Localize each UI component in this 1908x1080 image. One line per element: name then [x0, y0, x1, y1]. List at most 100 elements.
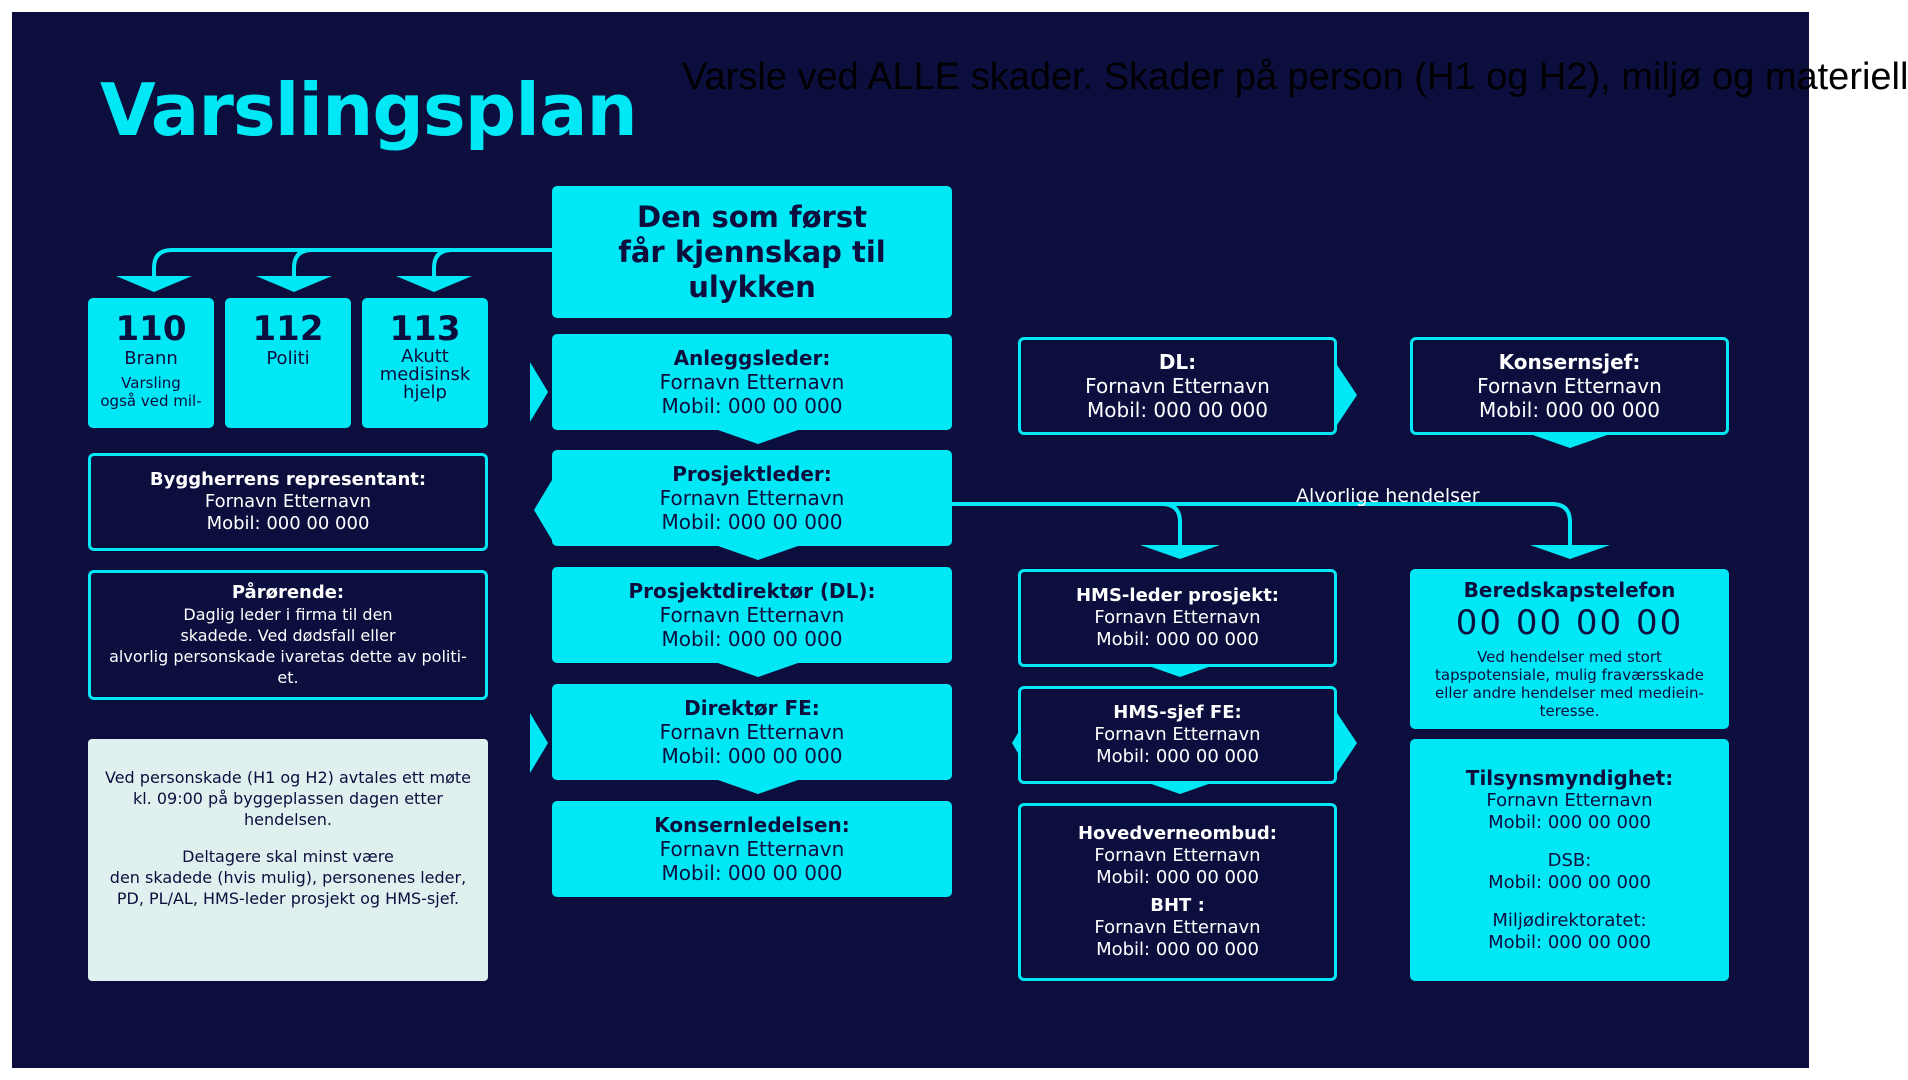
start-text: Den som først får kjennskap til ulykken	[618, 199, 886, 304]
connector-start-113	[432, 248, 552, 278]
hovedverneombud-phone: Mobil: 000 00 000	[1096, 867, 1259, 888]
byggherre-name: Fornavn Etternavn	[204, 491, 372, 512]
chain-role-anleggsleder: Anleggsleder:	[673, 346, 831, 370]
arrow-prosjektdirektor-down	[718, 663, 798, 677]
tilsyn-name: Fornavn Etternavn	[1486, 790, 1653, 811]
hms-sjef-role: HMS-sjef FE:	[1113, 702, 1242, 723]
hms-leder-name: Fornavn Etternavn	[1094, 607, 1261, 628]
connector-serious-hms	[952, 502, 1182, 547]
hms-sjef-box: HMS-sjef FE: Fornavn Etternavn Mobil: 00…	[1018, 686, 1337, 784]
arrow-anleggsleder-down	[718, 430, 798, 444]
chain-box-anleggsleder: Anleggsleder: Fornavn Etternavn Mobil: 0…	[552, 334, 952, 430]
arrow-hmssjef-right	[1337, 713, 1357, 773]
bht-phone: Mobil: 000 00 000	[1096, 939, 1259, 960]
chain-box-konsernledelsen: Konsernledelsen: Fornavn Etternavn Mobil…	[552, 801, 952, 897]
miljo-phone: Mobil: 000 00 000	[1488, 932, 1651, 953]
emergency-box-110: 110 Brann Varsling også ved mil-	[88, 298, 214, 428]
arrow-konsernsjef-down	[1530, 434, 1610, 448]
chain-phone-prosjektleder: Mobil: 000 00 000	[661, 510, 843, 534]
chain-role-konsernledelsen: Konsernledelsen:	[654, 813, 850, 837]
dl-name: Fornavn Etternavn	[1085, 374, 1270, 398]
dl-phone: Mobil: 000 00 000	[1087, 398, 1268, 422]
arrow-direktor-right	[530, 713, 548, 773]
hms-sjef-phone: Mobil: 000 00 000	[1096, 746, 1259, 767]
chain-role-direktor-fe: Direktør FE:	[684, 696, 820, 720]
bht-role: BHT :	[1150, 895, 1205, 916]
arrow-down-113	[396, 276, 472, 292]
connector-start-110	[152, 248, 552, 278]
tilsyn-phone: Mobil: 000 00 000	[1488, 812, 1651, 833]
miljo-role: Miljødirektoratet:	[1492, 910, 1647, 931]
arrow-anleggsleder-right	[530, 362, 548, 422]
emergency-box-113: 113 Akutt medisinsk hjelp	[362, 298, 488, 428]
beredskap-number: 00 00 00 00	[1455, 603, 1684, 643]
emergency-note-110: Varsling også ved mil-	[100, 374, 202, 410]
chain-box-direktor-fe: Direktør FE: Fornavn Etternavn Mobil: 00…	[552, 684, 952, 780]
chain-phone-anleggsleder: Mobil: 000 00 000	[661, 394, 843, 418]
arrow-down-beredskap	[1530, 545, 1610, 559]
meeting-note-p1: Ved personskade (H1 og H2) avtales ett m…	[105, 768, 471, 829]
byggherre-box: Byggherrens representant: Fornavn Ettern…	[88, 453, 488, 551]
beredskap-text: Ved hendelser med stort tapspotensiale, …	[1435, 648, 1704, 720]
serious-incidents-label: Alvorlige hendelser	[1296, 485, 1480, 507]
tilsyn-role: Tilsynsmyndighet:	[1465, 766, 1674, 790]
emergency-box-112: 112 Politi	[225, 298, 351, 428]
emergency-label-113: Akutt medisinsk hjelp	[379, 346, 471, 403]
chain-phone-direktor-fe: Mobil: 000 00 000	[661, 744, 843, 768]
hovedverneombud-box: Hovedverneombud: Fornavn Etternavn Mobil…	[1018, 803, 1337, 981]
parorende-box: Pårørende: Daglig leder i firma til den …	[88, 570, 488, 700]
hms-sjef-name: Fornavn Etternavn	[1094, 724, 1261, 745]
emergency-number-113: 113	[389, 309, 461, 349]
chain-name-prosjektdirektor: Fornavn Etternavn	[659, 603, 845, 627]
emergency-label-110: Brann	[124, 348, 178, 369]
konsernsjef-box: Konsernsjef: Fornavn Etternavn Mobil: 00…	[1410, 337, 1729, 435]
page-title: Varslingsplan	[100, 68, 638, 152]
hovedverneombud-role: Hovedverneombud:	[1077, 823, 1277, 844]
arrow-prosjektleder-down	[718, 546, 798, 560]
dl-role: DL:	[1158, 350, 1197, 374]
chain-phone-konsernledelsen: Mobil: 000 00 000	[661, 861, 843, 885]
beredskap-box: Beredskapstelefon 00 00 00 00 Ved hendel…	[1410, 569, 1729, 729]
connector-serious-beredskap	[952, 502, 1572, 547]
chain-phone-prosjektdirektor: Mobil: 000 00 000	[661, 627, 843, 651]
beredskap-title: Beredskapstelefon	[1463, 578, 1676, 602]
chain-box-prosjektleder: Prosjektleder: Fornavn Etternavn Mobil: …	[552, 450, 952, 546]
chain-name-anleggsleder: Fornavn Etternavn	[659, 370, 845, 394]
chain-box-prosjektdirektor: Prosjektdirektør (DL): Fornavn Etternavn…	[552, 567, 952, 663]
dl-box: DL: Fornavn Etternavn Mobil: 000 00 000	[1018, 337, 1337, 435]
arrow-direktor-down	[718, 780, 798, 794]
arrow-down-hms	[1140, 545, 1220, 559]
connector-start-112	[292, 248, 552, 278]
varslingsplan-board: Varslingsplan Varsle ved ALLE skader. Sk…	[12, 12, 1908, 1068]
start-box: Den som først får kjennskap til ulykken	[552, 186, 952, 318]
dsb-phone: Mobil: 000 00 000	[1488, 872, 1651, 893]
arrow-prosjektleder-left	[534, 480, 552, 540]
hovedverneombud-name: Fornavn Etternavn	[1094, 845, 1261, 866]
overlay-text: Varsle ved ALLE skader. Skader på person…	[682, 56, 1908, 98]
parorende-text: Daglig leder i firma til den skadede. Ve…	[109, 605, 467, 687]
arrow-down-112	[256, 276, 332, 292]
arrow-dl-right	[1337, 365, 1357, 425]
chain-role-prosjektleder: Prosjektleder:	[672, 462, 832, 486]
chain-name-direktor-fe: Fornavn Etternavn	[659, 720, 845, 744]
emergency-number-110: 110	[115, 309, 187, 349]
byggherre-role: Byggherrens representant:	[149, 469, 427, 490]
konsernsjef-phone: Mobil: 000 00 000	[1479, 398, 1660, 422]
hms-leder-phone: Mobil: 000 00 000	[1096, 629, 1259, 650]
chain-name-prosjektleder: Fornavn Etternavn	[659, 486, 845, 510]
chain-role-prosjektdirektor: Prosjektdirektør (DL):	[628, 579, 876, 603]
dsb-role: DSB:	[1547, 850, 1592, 871]
bht-name: Fornavn Etternavn	[1094, 917, 1261, 938]
hms-leder-role: HMS-leder prosjekt:	[1075, 585, 1280, 606]
hms-leder-box: HMS-leder prosjekt: Fornavn Etternavn Mo…	[1018, 569, 1337, 667]
byggherre-phone: Mobil: 000 00 000	[206, 513, 370, 534]
parorende-role: Pårørende:	[231, 582, 345, 603]
konsernsjef-name: Fornavn Etternavn	[1477, 374, 1662, 398]
emergency-label-112: Politi	[266, 348, 310, 369]
emergency-number-112: 112	[252, 309, 324, 349]
konsernsjef-role: Konsernsjef:	[1498, 350, 1641, 374]
chain-name-konsernledelsen: Fornavn Etternavn	[659, 837, 845, 861]
meeting-note-box: Ved personskade (H1 og H2) avtales ett m…	[88, 739, 488, 981]
arrow-down-110	[116, 276, 192, 292]
meeting-note-p2: Deltagere skal minst være den skadede (h…	[109, 847, 467, 908]
